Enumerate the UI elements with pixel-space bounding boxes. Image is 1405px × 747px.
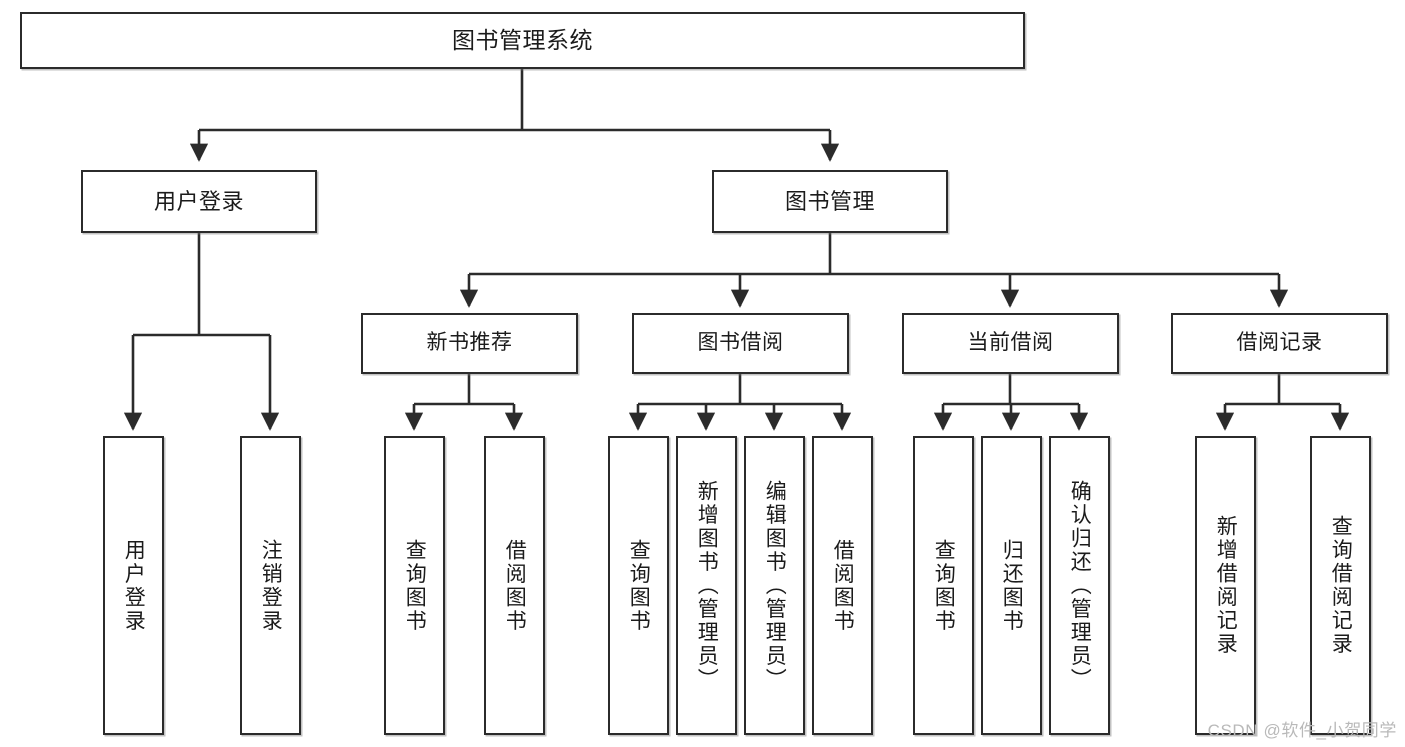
leaf-query-book-borrow-label: 查询图书 [627, 538, 651, 633]
node-book-management[interactable]: 图书管理 [712, 170, 948, 233]
node-book-borrow-label: 图书借阅 [697, 331, 784, 355]
leaf-query-book-recommend-label: 查询图书 [403, 538, 427, 633]
node-root[interactable]: 图书管理系统 [20, 12, 1025, 69]
leaf-confirm-return-admin[interactable]: 确认归还（管理员） [1049, 436, 1110, 735]
leaf-return-book-label: 归还图书 [1000, 538, 1024, 633]
leaf-add-borrow-record[interactable]: 新增借阅记录 [1195, 436, 1256, 735]
leaf-edit-book-admin-label: 编辑图书（管理员） [763, 479, 787, 692]
leaf-query-borrow-record[interactable]: 查询借阅记录 [1310, 436, 1371, 735]
leaf-user-login-label: 用户登录 [122, 538, 146, 633]
node-root-label: 图书管理系统 [452, 26, 593, 53]
node-book-borrow[interactable]: 图书借阅 [632, 313, 849, 374]
leaf-borrow-book[interactable]: 借阅图书 [812, 436, 873, 735]
leaf-query-book-recommend[interactable]: 查询图书 [384, 436, 445, 735]
leaf-return-book[interactable]: 归还图书 [981, 436, 1042, 735]
node-book-management-label: 图书管理 [784, 188, 875, 214]
leaf-query-book-current-label: 查询图书 [932, 538, 956, 633]
watermark: CSDN @软件_小贺同学 [1207, 721, 1397, 740]
leaf-logout[interactable]: 注销登录 [240, 436, 301, 735]
node-current-borrow-label: 当前借阅 [967, 331, 1054, 355]
leaf-borrow-book-label: 借阅图书 [831, 538, 855, 633]
node-new-book-recommend-label: 新书推荐 [426, 331, 513, 355]
leaf-add-book-admin-label: 新增图书（管理员） [695, 479, 719, 692]
node-borrow-record[interactable]: 借阅记录 [1171, 313, 1388, 374]
leaf-confirm-return-admin-label: 确认归还（管理员） [1068, 479, 1092, 692]
leaf-add-borrow-record-label: 新增借阅记录 [1214, 515, 1238, 656]
leaf-borrow-book-recommend[interactable]: 借阅图书 [484, 436, 545, 735]
node-new-book-recommend[interactable]: 新书推荐 [361, 313, 578, 374]
leaf-add-book-admin[interactable]: 新增图书（管理员） [676, 436, 737, 735]
leaf-query-book-current[interactable]: 查询图书 [913, 436, 974, 735]
node-user-login[interactable]: 用户登录 [81, 170, 317, 233]
leaf-user-login[interactable]: 用户登录 [103, 436, 164, 735]
node-borrow-record-label: 借阅记录 [1236, 331, 1323, 355]
leaf-edit-book-admin[interactable]: 编辑图书（管理员） [744, 436, 805, 735]
node-current-borrow[interactable]: 当前借阅 [902, 313, 1119, 374]
leaf-query-borrow-record-label: 查询借阅记录 [1329, 515, 1353, 656]
leaf-borrow-book-recommend-label: 借阅图书 [503, 538, 527, 633]
leaf-query-book-borrow[interactable]: 查询图书 [608, 436, 669, 735]
leaf-logout-label: 注销登录 [259, 538, 283, 633]
node-user-login-label: 用户登录 [153, 188, 244, 214]
